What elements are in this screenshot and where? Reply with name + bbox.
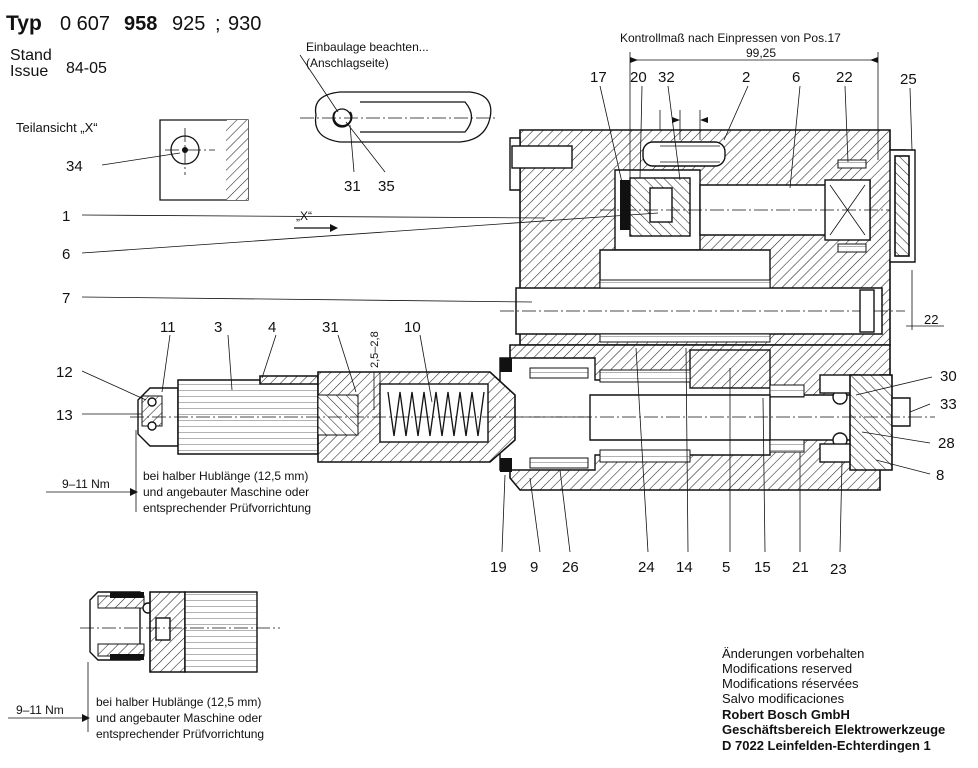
part-31-label: 31 [322, 319, 339, 336]
type-separator: ; [215, 13, 221, 35]
torque-note-lower: 9–11 Nm bei halber Hublänge (12,5 mm) un… [8, 662, 264, 741]
part-17-label: 17 [590, 69, 607, 86]
part-12-label: 12 [56, 364, 73, 381]
footer-line2: Modifications reserved [722, 661, 852, 676]
part-13-label: 13 [56, 407, 73, 424]
torque-note-lower-line2: und angebauter Maschine oder [96, 711, 262, 725]
part-19-label: 19 [490, 559, 507, 576]
type-number-d: 930 [228, 13, 261, 35]
mounting-detail: Einbaulage beachten... (Anschlagseite) 3… [294, 40, 495, 232]
control-dim-note: Kontrollmaß nach Einpressen von Pos.17 [620, 31, 841, 45]
torque-note-upper: 9–11 Nm bei halber Hublänge (12,5 mm) un… [46, 430, 311, 515]
part-15-label: 15 [754, 559, 771, 576]
torque-note-lower-line3: entsprechender Prüfvorrichtung [96, 727, 264, 741]
mounting-note-line2: (Anschlagseite) [306, 56, 389, 70]
part-2-label: 2 [742, 69, 750, 86]
partial-view-x: Teilansicht „X“ 34 [16, 119, 249, 201]
type-label: Typ [6, 12, 42, 35]
part-21-label: 21 [792, 559, 809, 576]
issue-label: Issue [10, 63, 48, 80]
control-dim-value: 99,25 [746, 46, 776, 60]
part-30-label: 30 [940, 368, 957, 385]
part-28-label: 28 [938, 435, 955, 452]
part-3-label: 3 [214, 319, 222, 336]
chuck-detail [80, 591, 280, 673]
part-10-label: 10 [404, 319, 421, 336]
footer-division: Geschäftsbereich Elektrowerkzeuge [722, 722, 945, 737]
partial-view-label: Teilansicht „X“ [16, 120, 98, 135]
lower-housing [490, 344, 935, 491]
header: Typ 0 607 958 925 ; 930 Stand Issue 84-0… [6, 12, 261, 80]
part-1-label: 1 [62, 208, 70, 225]
part-34-label: 34 [66, 158, 83, 175]
part-4-label: 4 [268, 319, 276, 336]
gap-dim-value: 2,5–2,8 [369, 331, 381, 368]
torque-note-lower-line1: bei halber Hublänge (12,5 mm) [96, 695, 261, 709]
footer-line4: Salvo modificaciones [722, 691, 845, 706]
view-arrow-label: „X“ [296, 209, 312, 223]
type-number-b: 958 [124, 13, 157, 35]
part-25-label: 25 [900, 71, 917, 88]
part-23-label: 23 [830, 561, 847, 578]
part-26-label: 26 [562, 559, 579, 576]
control-dimension: Kontrollmaß nach Einpressen von Pos.17 9… [620, 31, 944, 330]
part-35-label: 35 [378, 178, 395, 195]
type-number-c: 925 [172, 13, 205, 35]
torque-value-upper: 9–11 Nm [62, 477, 110, 491]
stand-label: Stand [10, 47, 52, 64]
part-32-label: 32 [658, 69, 675, 86]
footer-address: D 7022 Leinfelden-Echterdingen 1 [722, 738, 931, 753]
part-5-label: 5 [722, 559, 730, 576]
part-22-top-label: 22 [836, 69, 853, 86]
footer-line1: Änderungen vorbehalten [722, 646, 864, 661]
type-number-a: 0 607 [60, 13, 110, 35]
part-20-label: 20 [630, 69, 647, 86]
part-8-label: 8 [936, 467, 944, 484]
mounting-note-line1: Einbaulage beachten... [306, 40, 429, 54]
torque-note-upper-line2: und angebauter Maschine oder [143, 485, 309, 499]
part-22-right-label: 22 [924, 312, 938, 327]
gear-housing [500, 129, 916, 346]
part-labels: 1 2 3 4 5 6 6 7 8 9 10 11 12 13 14 15 17… [56, 69, 957, 578]
part-24-label: 24 [638, 559, 655, 576]
torque-note-upper-line3: entsprechender Prüfvorrichtung [143, 501, 311, 515]
part-9-label: 9 [530, 559, 538, 576]
part-6-left-label: 6 [62, 246, 70, 263]
footer: Änderungen vorbehalten Modifications res… [722, 646, 945, 753]
footer-line3: Modifications réservées [722, 676, 859, 691]
part-31-top-label: 31 [344, 178, 361, 195]
part-7-label: 7 [62, 290, 70, 307]
torque-value-lower: 9–11 Nm [16, 703, 64, 717]
part-33-label: 33 [940, 396, 957, 413]
part-14-label: 14 [676, 559, 693, 576]
torque-note-upper-line1: bei halber Hublänge (12,5 mm) [143, 469, 308, 483]
footer-company: Robert Bosch GmbH [722, 707, 850, 722]
stand-value: 84-05 [66, 60, 107, 77]
part-11-label: 11 [160, 319, 176, 336]
spindle-assembly: 2,5–2,8 [130, 331, 590, 463]
part-6-top-label: 6 [792, 69, 800, 86]
